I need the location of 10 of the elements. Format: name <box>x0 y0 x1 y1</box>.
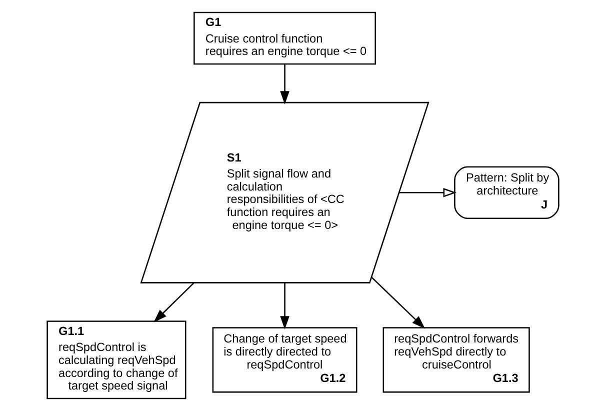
node-box: G1 Cruise control function requires an engine torque <= 0 <box>193 12 376 65</box>
node-box: Pattern: Split by architecture J <box>454 166 559 219</box>
node-box: reqSpdControl forwards reqVehSpd directly to cruiseControl G1.3 <box>382 327 530 393</box>
node-box: G1.1 reqSpdControl is calculating reqVehSpd according to change of target speed signal <box>46 320 186 400</box>
arrow <box>280 64 289 104</box>
node-box: Change of target speed is directly directed to reqSpdControl G1.2 <box>212 327 357 393</box>
arrow <box>370 276 425 329</box>
arrow <box>280 283 289 330</box>
arrow <box>153 282 194 322</box>
arrow <box>398 188 456 198</box>
